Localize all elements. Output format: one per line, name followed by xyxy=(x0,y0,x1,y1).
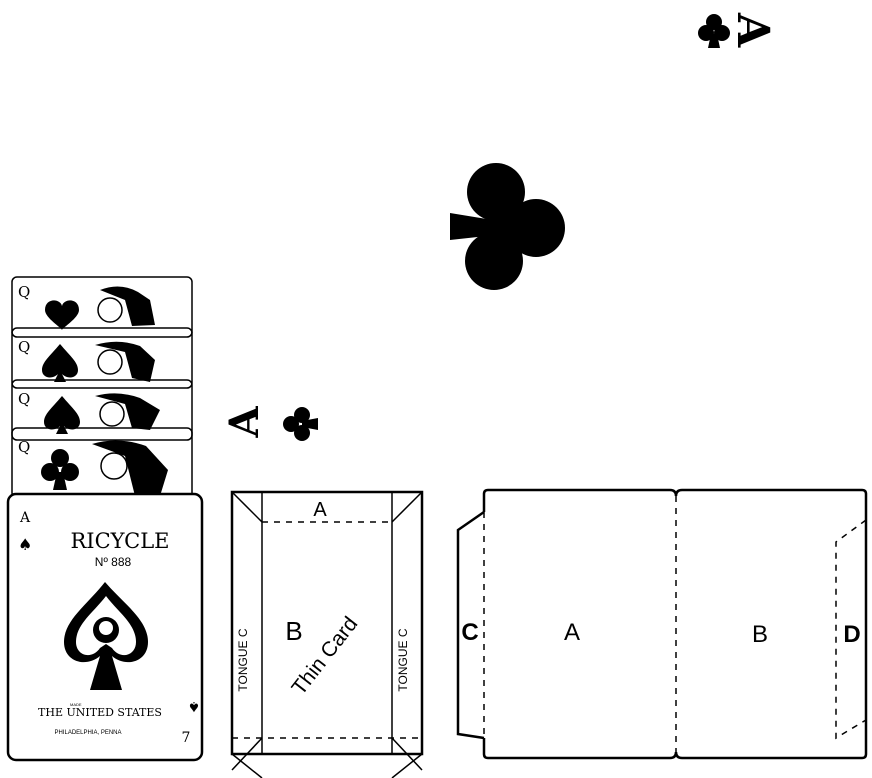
queen-2-rank: Q xyxy=(18,338,30,356)
folder-diagram: C A B D xyxy=(458,490,866,758)
bicycle-maker-line2: PHILADELPHIA, PENNA xyxy=(54,730,121,736)
queen-card-3 xyxy=(12,380,192,440)
bicycle-maker-line1: THE UNITED STATES xyxy=(38,706,162,719)
corner-ace-mark: A xyxy=(727,12,778,48)
folder-panel-b: B xyxy=(752,621,768,648)
queen-3-rank: Q xyxy=(18,390,30,408)
club-icon xyxy=(41,449,79,490)
box-center-label-1: B xyxy=(285,616,302,646)
card-box-diagram: A B Thin Card TONGUE C TONGUE C xyxy=(232,492,422,778)
folder-flap-d: D xyxy=(843,621,860,648)
bicycle-number: Nº 888 xyxy=(95,555,132,569)
middle-rank: A xyxy=(221,406,268,439)
heart-icon: ♠ xyxy=(188,698,201,714)
bicycle-brand: RICYCLE xyxy=(70,529,169,553)
bicycle-bottom-rank: 7 xyxy=(182,730,191,746)
box-left-tongue: TONGUE C xyxy=(236,628,250,691)
bicycle-corner-rank: A xyxy=(19,510,31,526)
queen-1-rank: Q xyxy=(18,283,30,301)
folder-flap-c: C xyxy=(461,619,478,646)
queen-4-rank: Q xyxy=(18,438,30,456)
center-club-icon xyxy=(450,163,565,290)
middle-club-icon xyxy=(283,407,318,441)
queen-fan: Q Q Q Q xyxy=(12,277,192,498)
spade-icon xyxy=(44,396,80,434)
corner-club-icon xyxy=(698,14,730,48)
spade-icon: ♠ xyxy=(18,535,32,554)
folder-panel-a: A xyxy=(564,619,580,646)
corner-rank: A xyxy=(727,12,778,48)
spade-icon xyxy=(42,344,78,382)
box-right-tongue: TONGUE C xyxy=(396,628,410,691)
box-top-label: A xyxy=(313,499,327,521)
middle-ace-mark: A xyxy=(221,406,268,439)
heart-icon xyxy=(45,300,79,330)
bicycle-ace-card: A ♠ RICYCLE Nº 888 MADE THE UNITED STATE… xyxy=(8,494,202,760)
